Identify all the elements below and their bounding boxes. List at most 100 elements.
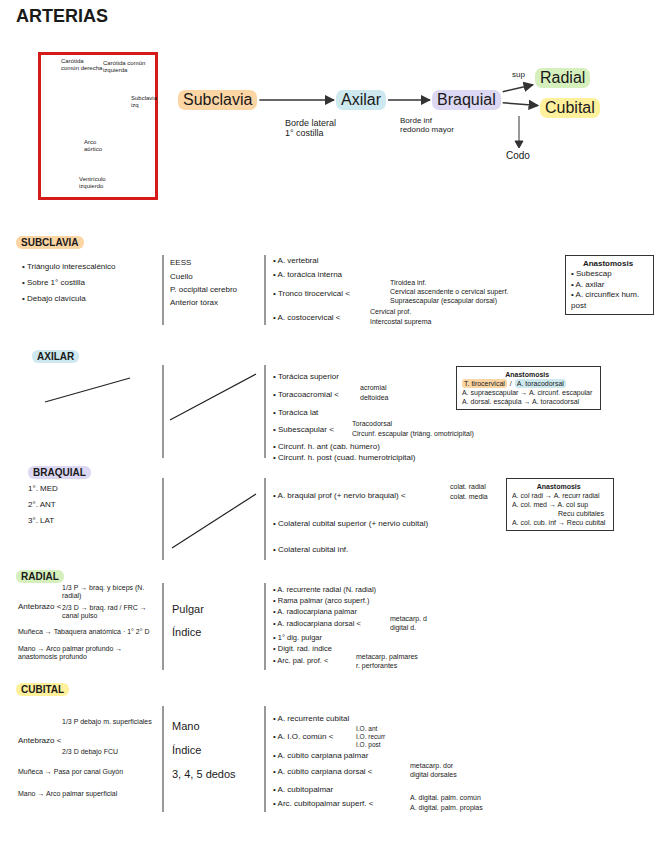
anastomosis-box: AnastomosisA. col radi → A. recurr radia… [506, 478, 614, 531]
note-text: Supraescapular (escapular dorsal) [390, 297, 497, 305]
text-row: A. col radi → A. recurr radial [512, 491, 608, 500]
note-text: • A. torácica interna [273, 270, 342, 279]
artery-highlight: Axilar [336, 90, 386, 110]
flow-arrow [503, 103, 538, 106]
node-text: • A. axilar [571, 280, 604, 290]
text-row: A. supraescapular → A. circunf. escapula… [462, 388, 595, 397]
note-text: • Circunf. h. post (cuad. humerotricipit… [273, 453, 415, 462]
note-text: • A. vertebral [273, 256, 319, 265]
codo-arrow [515, 116, 523, 148]
note-text: Circunf. escapular (triáng. omotricipita… [352, 430, 474, 438]
note-text: • Torácica superior [273, 372, 339, 381]
note-text: Toracodorsal [352, 420, 392, 428]
note-text: • A. I.O. común < [273, 732, 333, 741]
node-text: Recu cubitales [558, 509, 604, 518]
note-text: • A. cubitopalmar [273, 785, 333, 794]
note-text: Mano → Arco palmar profundo → anastomosi… [18, 645, 160, 661]
text-row: T. tirocervical/A. toracodorsal [462, 379, 595, 388]
note-text: • Circunf. h. ant (cab. húmero) [273, 442, 380, 451]
note-text: 2/3 D debajo FCU [62, 748, 157, 756]
node-text: Subclavia [183, 91, 252, 109]
note-text: • Colateral cubital superior (+ nervio c… [273, 519, 428, 528]
note-text: Mano → Arco palmar superficial [18, 790, 160, 798]
section-header: SUBCLAVIA [16, 236, 84, 249]
note-text: r. perforantes [356, 662, 397, 670]
node-text: A. dorsal. escápula → A. toracodorsal [462, 397, 579, 406]
note-text: A. digital. palm. propias [410, 804, 483, 812]
node-text: Axilar [341, 91, 381, 109]
note-text: • A. radiocarpiana palmar [273, 608, 357, 617]
note-text: • Torácica lat [273, 408, 318, 417]
note-text: acromial [360, 384, 386, 392]
note-text: • Arc. cubitopalmar superf. < [273, 799, 373, 808]
note-text: 3°. LAT [28, 516, 54, 525]
node-text: • A. circunflex hum. post [571, 290, 645, 311]
node-text: • Subescap [571, 269, 612, 279]
text-row: • Subescap [571, 269, 648, 279]
note-text: • A. radiocarpiana dorsal < [273, 620, 361, 629]
separator-lines [163, 255, 265, 812]
note-text: metacarp. dor [410, 762, 453, 770]
text-row: A. col. cub. inf → Recu cubital [512, 518, 608, 527]
note-text: Antebrazo < [18, 736, 61, 745]
note-text: • Sobre 1° costilla [22, 278, 85, 287]
note-text: Antebrazo < [18, 602, 61, 611]
note-text: • A. cúbito carpiana dorsal < [273, 767, 373, 776]
box-heading: Anastomosis [583, 259, 633, 269]
text-row: A. dorsal. escápula → A. toracodorsal [462, 397, 595, 406]
note-text: P. occipital cerebro [170, 285, 237, 294]
box-heading: Anastomosis [505, 370, 549, 379]
note-text: • A. braquial prof (+ nervio braquial) < [273, 491, 406, 500]
note-text: 2°. ANT [28, 500, 56, 509]
note-text: Índice [172, 744, 201, 757]
note-text: • A. recurrente radial (N. radial) [273, 586, 376, 595]
node-text: CUBITAL [21, 684, 64, 695]
note-text: I.O. recurr [356, 733, 385, 740]
section-header: BRAQUIAL [28, 466, 91, 479]
note-text: Mano [172, 720, 200, 733]
note-text: 1/3 P debajo m. superficiales [62, 718, 157, 726]
note-text: metacarp. d [390, 615, 427, 623]
note-text: EESS [170, 258, 191, 267]
note-text: • Arc. pal. prof. < [273, 657, 328, 666]
note-text: • A. recurrente cubital [273, 714, 349, 723]
note-text: deltoidea [360, 394, 388, 402]
note-text: • 1° dig. pulgar [273, 634, 322, 643]
note-text: • A. cúbito carpiana palmar [273, 751, 368, 760]
text-row: • A. circunflex hum. post [571, 290, 648, 311]
note-text: • Triángulo interescalénico [22, 262, 116, 271]
note-text: • Subescapular < [273, 425, 334, 434]
note-text: sup [512, 70, 525, 79]
node-text: / [510, 379, 512, 388]
flow-arrow [503, 85, 533, 92]
flow-arrow [388, 99, 430, 101]
box-heading: Anastomosis [537, 482, 581, 491]
note-text: 2/3 D → braq. rad / FRC → canal pulso [62, 604, 157, 620]
node-text: Carótida común izquierda [103, 60, 153, 73]
node-text: A. col. med → A. col sup [512, 500, 588, 509]
node-text: T. tirocervical [462, 379, 507, 388]
node-text: Carótida común derecha [61, 58, 103, 71]
note-text: Pulgar [172, 603, 204, 616]
illustration-frame: Carótida común derechaCarótida común izq… [38, 52, 158, 200]
note-text: I.O. ant [356, 725, 377, 732]
node-text: RADIAL [21, 571, 59, 582]
section-header: AXILAR [32, 350, 79, 363]
note-text: Índice [172, 626, 201, 639]
note-text: A. digital. palm. común [410, 794, 481, 802]
node-text: A. toracodorsal [515, 379, 566, 388]
note-text: Borde inf redondo mayor [400, 116, 455, 134]
note-text: digital d. [390, 624, 416, 632]
node-text: A. col radi → A. recurr radial [512, 491, 600, 500]
note-text: 3, 4, 5 dedos [172, 768, 236, 781]
note-text: • A. costocervical < [273, 313, 341, 322]
node-text: Braquial [437, 91, 496, 109]
node-text: Radial [540, 69, 585, 87]
note-text: Borde lateral 1° costilla [285, 118, 345, 139]
node-text: AXILAR [37, 351, 74, 362]
artery-highlight: Subclavia [178, 90, 257, 110]
note-text: I.O. post [356, 741, 381, 748]
anastomosis-box: AnastomosisT. tirocervical/A. toracodors… [456, 366, 601, 410]
node-text: BRAQUIAL [33, 467, 86, 478]
text-row: A. col. med → A. col sup [512, 500, 608, 509]
